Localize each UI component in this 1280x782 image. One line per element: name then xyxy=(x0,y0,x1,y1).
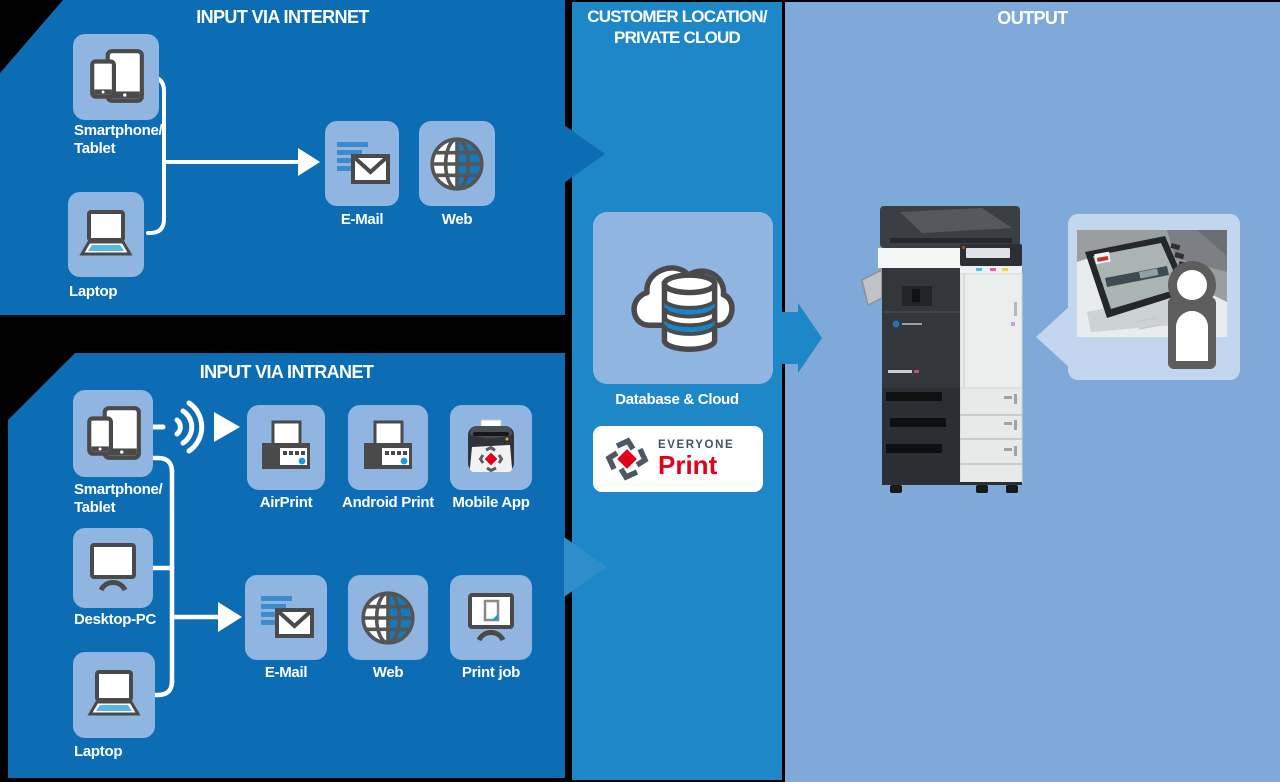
everyoneprint-mark-icon xyxy=(605,437,649,481)
tile-web xyxy=(419,121,495,206)
label-web: Web xyxy=(441,211,473,228)
internet-title: INPUT VIA INTERNET xyxy=(196,7,369,27)
label-airprint: AirPrint xyxy=(259,494,313,511)
tile-print-job xyxy=(450,575,532,660)
label-smartphone-tablet-2: Smartphone/ Tablet xyxy=(74,481,163,516)
mfp-printer-image xyxy=(861,206,1023,493)
label-android-print: Android Print xyxy=(342,494,434,511)
cloud-title: CUSTOMER LOCATION/ PRIVATE CLOUD xyxy=(587,7,767,47)
tile-airprint xyxy=(247,405,325,490)
label-smartphone-tablet: Smartphone/ Tablet xyxy=(74,122,163,157)
label-web-2: Web xyxy=(372,664,404,681)
desktop-pc-icon xyxy=(90,543,136,592)
person-icon xyxy=(1168,261,1216,369)
tile-smartphone-tablet-2 xyxy=(73,390,153,477)
logo-text-print: Print xyxy=(658,450,718,481)
tile-android-print xyxy=(348,405,428,490)
database-cloud-icon xyxy=(631,265,735,352)
everyoneprint-logo: EVERYONE Print xyxy=(593,426,763,492)
laptop-icon xyxy=(79,209,133,255)
intranet-title: INPUT VIA INTRANET xyxy=(199,362,374,382)
tile-web-2 xyxy=(348,575,428,660)
email-icon xyxy=(261,595,314,638)
label-print-job: Print job xyxy=(461,664,521,681)
email-icon xyxy=(337,141,390,184)
tile-database-cloud xyxy=(593,212,773,384)
label-laptop: Laptop xyxy=(69,283,118,300)
output-title: OUTPUT xyxy=(997,8,1068,28)
tile-mobile-app xyxy=(450,405,532,490)
tile-email xyxy=(325,121,399,206)
label-desktop-pc: Desktop-PC xyxy=(74,611,157,628)
tile-laptop-2 xyxy=(73,652,155,738)
label-laptop-2: Laptop xyxy=(74,743,123,760)
tile-email-2 xyxy=(245,575,327,660)
smartphone-tablet-icon xyxy=(90,49,144,103)
panel-output xyxy=(785,2,1280,782)
tile-smartphone-tablet xyxy=(73,34,159,120)
label-email-2: E-Mail xyxy=(264,664,308,681)
label-mobile-app: Mobile App xyxy=(452,494,530,511)
mobile-app-icon xyxy=(468,419,514,472)
label-database-cloud: Database & Cloud xyxy=(615,391,739,408)
globe-icon xyxy=(361,590,415,645)
tile-laptop xyxy=(68,192,144,277)
smartphone-tablet-icon xyxy=(87,405,141,460)
logo-text-everyone: EVERYONE xyxy=(658,438,735,451)
globe-icon xyxy=(430,136,484,191)
android-printer-icon xyxy=(364,420,412,469)
print-job-icon xyxy=(468,592,514,641)
label-email: E-Mail xyxy=(340,211,384,228)
tile-desktop-pc xyxy=(73,528,153,608)
panel-customer-location xyxy=(572,2,782,780)
laptop-icon xyxy=(87,670,141,716)
arrow-cloud-to-output-stem xyxy=(770,312,798,364)
airprint-printer-icon xyxy=(262,420,310,469)
